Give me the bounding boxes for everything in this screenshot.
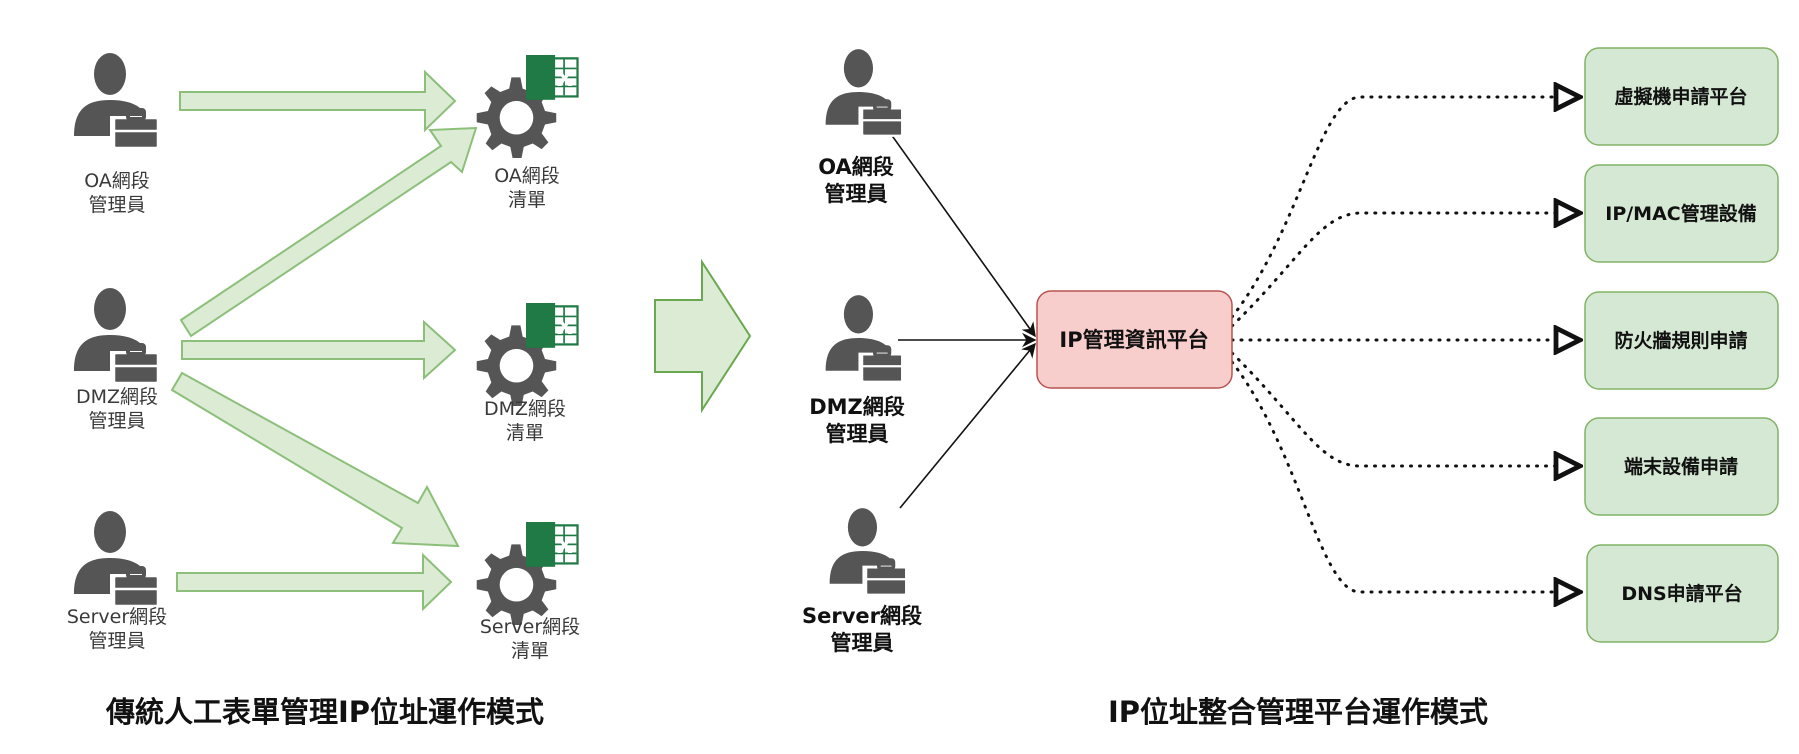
target-node-3: 防火牆規則申請 [1584, 291, 1779, 390]
admin-label-line2: 管理員 [826, 422, 889, 446]
right-admin-server: Server網段 管理員 [802, 506, 922, 655]
left-caption: 傳統人工表單管理IP位址運作模式 [105, 695, 544, 729]
left-admin-server: Server網段 管理員 [67, 509, 167, 652]
target-node-1: 虛擬機申請平台 [1584, 47, 1779, 146]
hub-label: IP管理資訊平台 [1059, 328, 1208, 352]
excel-letter: X [557, 67, 573, 91]
target-node-5: DNS申請平台 [1586, 544, 1779, 643]
connector-hub-to-target-2 [1230, 213, 1580, 328]
connector-hub-to-target-1 [1230, 97, 1580, 319]
left-list-dmz: X DMZ網段 清單 [475, 303, 579, 444]
connector-hub-to-target-5 [1230, 360, 1580, 592]
connector-server-to-hub [899, 342, 1036, 509]
target-node-2: IP/MAC管理設備 [1584, 164, 1779, 263]
target-label: IP/MAC管理設備 [1605, 202, 1757, 225]
right-admin-oa: OA網段 管理員 [818, 47, 904, 206]
target-label: DNS申請平台 [1621, 582, 1742, 605]
admin-label-line2: 管理員 [88, 410, 145, 432]
list-label-line2: 清單 [511, 640, 549, 662]
block-arrow-server-to-server-list [176, 552, 453, 612]
admin-label-line1: OA網段 [818, 155, 894, 179]
transition-arrow [654, 258, 752, 414]
admin-label-line1: DMZ網段 [76, 386, 158, 408]
admin-label-line2: 管理員 [88, 194, 145, 216]
admin-label-line1: Server網段 [67, 606, 167, 628]
person-toolbox-icon [823, 47, 904, 138]
person-toolbox-icon [72, 51, 160, 150]
left-list-server: X Server網段 清單 [475, 522, 580, 662]
block-arrow-oa-to-oa-list [179, 69, 457, 133]
target-node-4: 端末設備申請 [1584, 417, 1779, 516]
admin-label-line2: 管理員 [825, 182, 888, 206]
target-label: 端末設備申請 [1624, 455, 1738, 478]
right-admin-dmz: DMZ網段 管理員 [809, 293, 905, 446]
block-arrow-dmz-to-dmz-list [181, 319, 457, 381]
right-panel: OA網段 管理員 DMZ網段 管理員 Server網段 管理員 IP管理資訊平台… [802, 47, 1779, 729]
left-list-oa: X OA網段 清單 [475, 55, 579, 211]
admin-label-line1: OA網段 [84, 170, 150, 192]
connector-oa-to-hub [887, 129, 1036, 338]
connector-hub-to-target-4 [1230, 351, 1580, 466]
person-toolbox-icon [72, 286, 160, 385]
block-arrow-dmz-to-server-list [170, 371, 460, 548]
admin-connectors [887, 129, 1037, 509]
left-admin-oa: OA網段 管理員 [72, 51, 160, 216]
block-arrow-dmz-to-oa-list [179, 126, 478, 338]
block-arrows [170, 69, 478, 612]
excel-letter: X [557, 315, 573, 339]
person-toolbox-icon [823, 293, 904, 384]
target-label: 防火牆規則申請 [1614, 329, 1747, 352]
person-toolbox-icon [72, 509, 160, 608]
admin-label-line1: Server網段 [802, 604, 922, 628]
admin-label-line2: 管理員 [88, 630, 145, 652]
left-admin-dmz: DMZ網段 管理員 [72, 286, 160, 432]
list-label-line2: 清單 [508, 189, 546, 211]
excel-letter: X [557, 534, 573, 558]
right-caption: IP位址整合管理平台運作模式 [1108, 695, 1488, 729]
list-label-line2: 清單 [506, 422, 544, 444]
admin-label-line1: DMZ網段 [809, 395, 905, 419]
hub-node: IP管理資訊平台 [1036, 290, 1233, 389]
admin-label-line2: 管理員 [831, 631, 894, 655]
list-label-line1: DMZ網段 [484, 398, 566, 420]
left-panel: OA網段 管理員 DMZ網段 管理員 Server網段 管理員 X OA網段 清… [67, 51, 580, 729]
person-toolbox-icon [827, 506, 908, 597]
target-label: 虛擬機申請平台 [1614, 85, 1747, 108]
target-connectors [1230, 97, 1580, 592]
list-label-line1: OA網段 [494, 165, 560, 187]
list-label-line1: Server網段 [480, 616, 580, 638]
